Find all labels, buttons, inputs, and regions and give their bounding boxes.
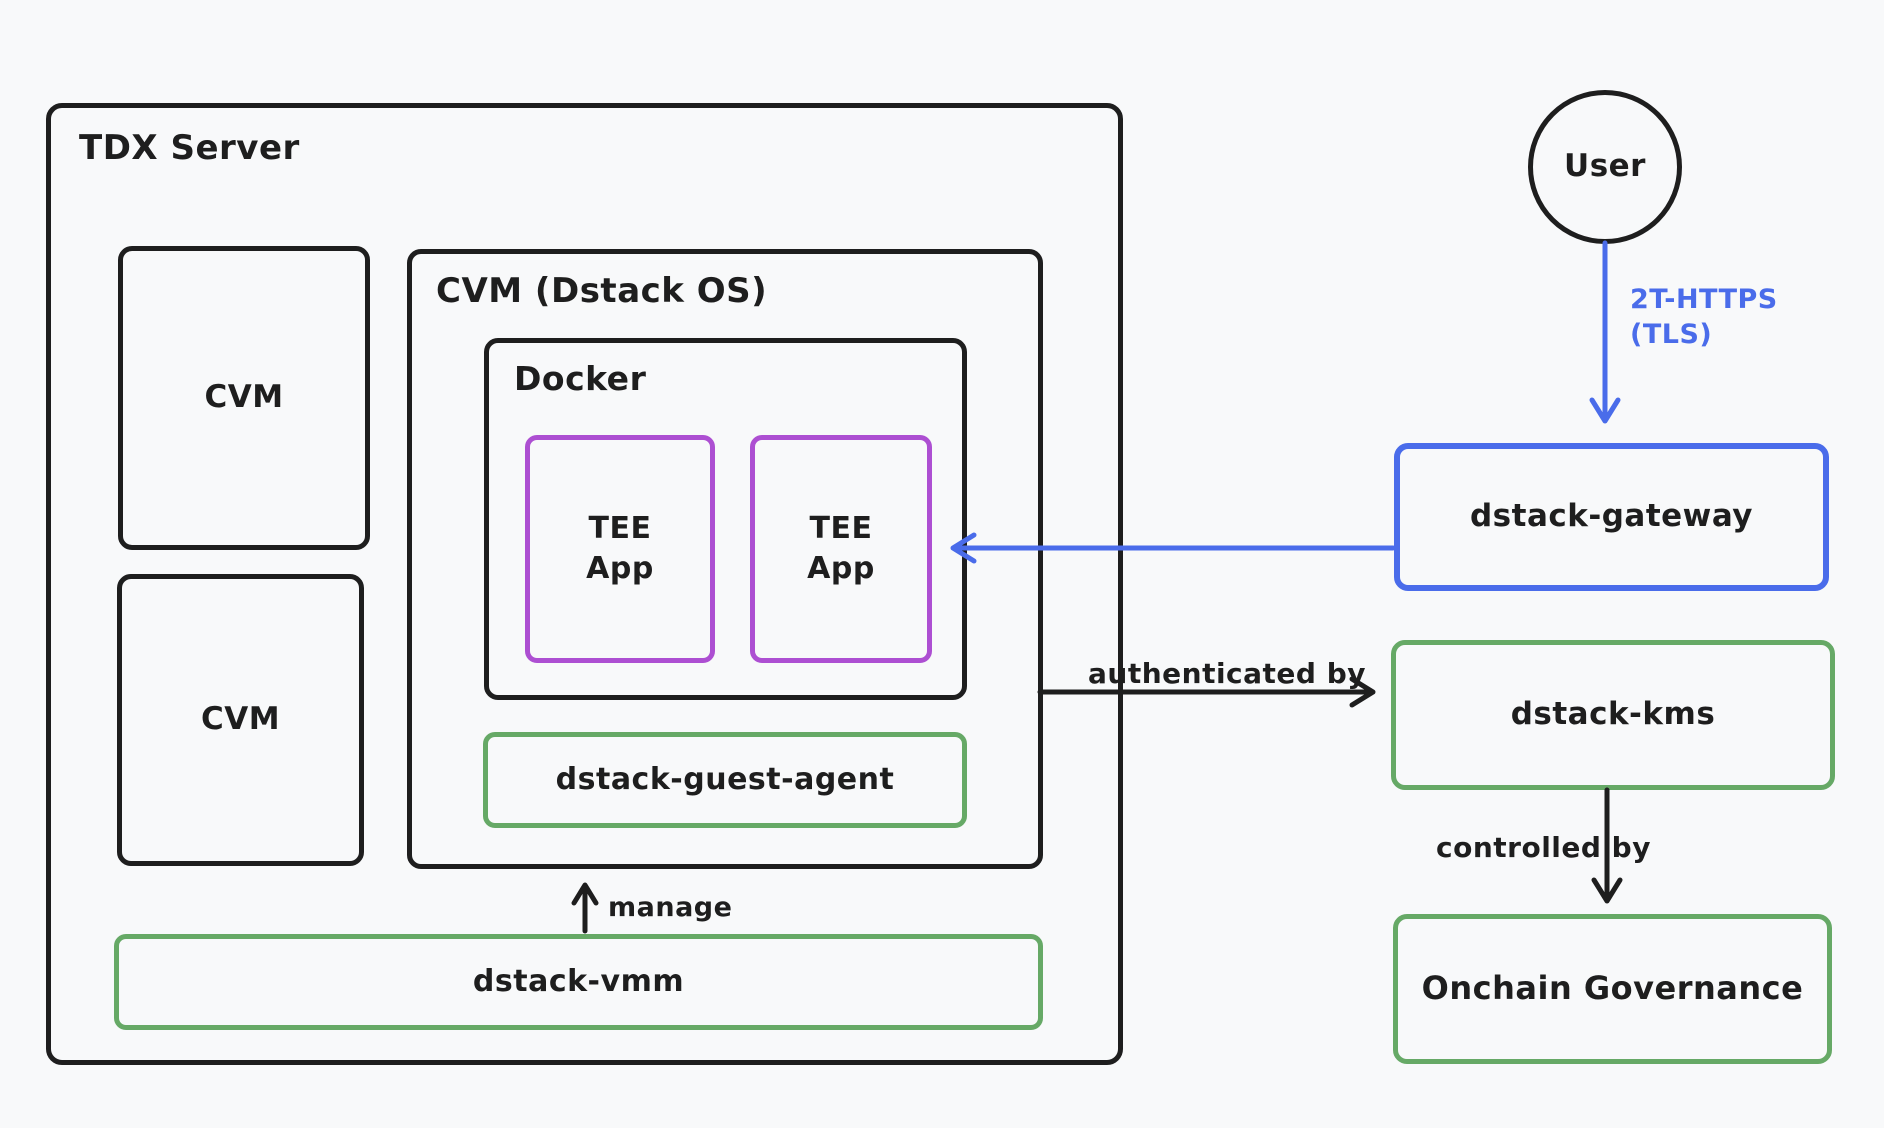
cvm-box-1: CVM (118, 246, 370, 550)
dstack-vmm-label: dstack-vmm (472, 963, 685, 999)
edge-user-to-gateway-arrowhead (1589, 397, 1621, 424)
edge-user-to-gateway (1589, 240, 1621, 424)
tdx-server-label: TDX Server (79, 128, 300, 168)
dstack-gateway-label: dstack-gateway (1469, 498, 1753, 535)
tee-app-1-label: TEE App (586, 510, 654, 587)
cvm-1-label: CVM (204, 379, 284, 416)
dstack-guest-agent-label: dstack-guest-agent (555, 761, 895, 797)
user-node: User (1528, 90, 1682, 244)
tdx-server-box: TDX Server (46, 103, 1123, 1065)
dstack-kms-label: dstack-kms (1510, 696, 1716, 733)
dstack-guest-agent-box: dstack-guest-agent (483, 732, 967, 828)
tee-app-box-2: TEE App (750, 435, 932, 663)
tee-app-box-1: TEE App (525, 435, 715, 663)
edge-label-authenticated-by: authenticated by (1088, 657, 1367, 690)
user-label: User (1564, 148, 1646, 185)
edge-label-manage: manage (608, 892, 733, 923)
cvm-dstack-os-label: CVM (Dstack OS) (436, 271, 768, 311)
tee-app-2-label: TEE App (807, 510, 875, 587)
dstack-vmm-box: dstack-vmm (114, 934, 1043, 1030)
dstack-kms-box: dstack-kms (1391, 640, 1835, 790)
edge-label-2t-https-tls: 2T-HTTPS (TLS) (1630, 284, 1778, 351)
cvm-2-label: CVM (200, 701, 281, 738)
docker-box: Docker (484, 338, 967, 700)
cvm-box-2: CVM (117, 574, 364, 866)
onchain-governance-box: Onchain Governance (1393, 914, 1832, 1064)
dstack-gateway-box: dstack-gateway (1394, 443, 1829, 591)
edge-controlled-by-arrowhead (1591, 877, 1623, 904)
docker-label: Docker (514, 359, 647, 398)
onchain-governance-label: Onchain Governance (1421, 969, 1804, 1008)
cvm-dstack-os-box: CVM (Dstack OS) (407, 249, 1043, 869)
edge-label-controlled-by: controlled by (1436, 831, 1651, 864)
